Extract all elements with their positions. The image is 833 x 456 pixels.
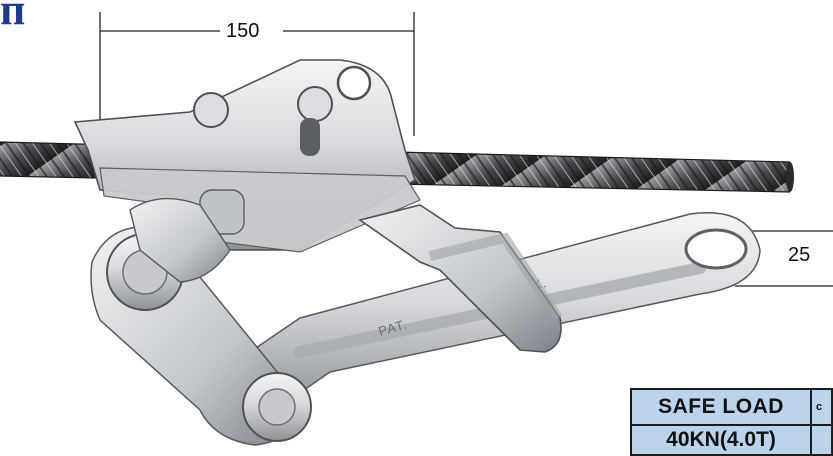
- clamp-cam: [358, 204, 563, 353]
- spec-row-label: SAFE LOAD c: [630, 388, 833, 426]
- safe-load-value: 40KN(4.0T): [630, 424, 812, 456]
- support-arm: [129, 197, 231, 283]
- jaw-bolt-right: [297, 86, 333, 122]
- jaw-bolt-left: [193, 92, 229, 128]
- spec-cut-off-label: c: [810, 388, 833, 426]
- spec-row-value: 40KN(4.0T): [630, 424, 833, 456]
- dimension-150-label: 150: [222, 21, 264, 41]
- jaw-body: [73, 59, 421, 253]
- dimension-150-lines: [99, 12, 415, 136]
- dimension-25-label: 25: [784, 245, 815, 265]
- spec-table: SAFE LOAD c 40KN(4.0T): [630, 388, 833, 456]
- spec-cut-off-value: [810, 424, 833, 456]
- jaw-plate-hole: [336, 65, 372, 101]
- corner-title-fragment: п: [0, 0, 26, 34]
- lever-eye-hole: [684, 228, 748, 270]
- safe-load-label: SAFE LOAD: [630, 388, 812, 426]
